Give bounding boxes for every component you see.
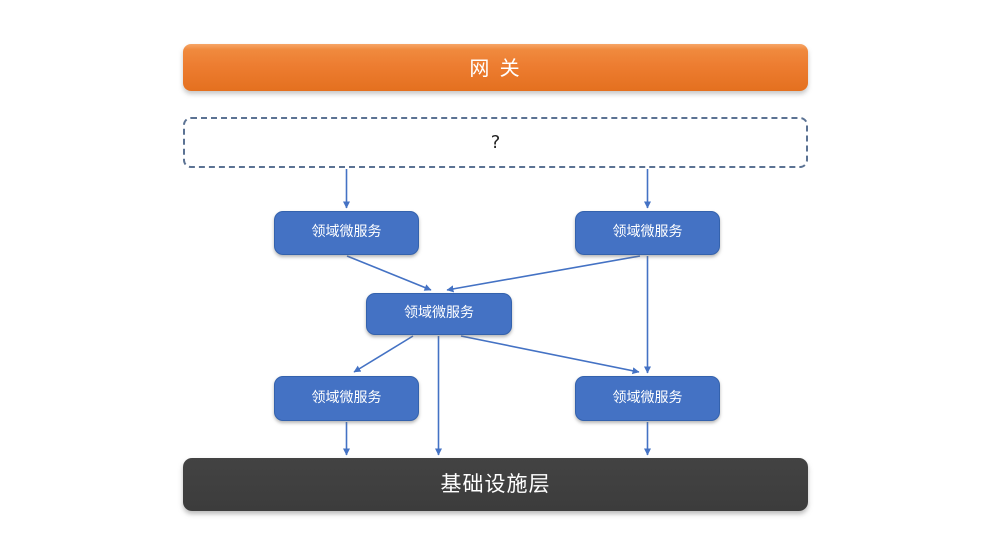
connector-arrow [353, 335, 414, 373]
unknown-layer-label: ? [490, 131, 501, 153]
domain-service-label: 领域微服务 [311, 224, 382, 241]
infrastructure-layer-label: 基础设施层 [440, 471, 551, 496]
connector-arrow [446, 255, 641, 293]
domain-service-label: 领域微服务 [612, 224, 683, 241]
domain-service-node-bottom-right: 领域微服务 [575, 376, 720, 421]
domain-service-node-middle: 领域微服务 [366, 293, 512, 335]
gateway-node: 网 关 [183, 44, 808, 91]
connector-arrow [460, 335, 640, 375]
domain-service-node-top-left: 领域微服务 [274, 211, 419, 255]
connector-arrow [346, 255, 432, 291]
unknown-layer-placeholder: ? [183, 117, 808, 168]
gateway-label: 网 关 [469, 55, 522, 80]
domain-service-label: 领域微服务 [404, 305, 474, 322]
infrastructure-layer-node: 基础设施层 [183, 458, 808, 511]
domain-service-label: 领域微服务 [612, 389, 683, 406]
domain-service-label: 领域微服务 [311, 389, 382, 406]
domain-service-node-top-right: 领域微服务 [575, 211, 720, 255]
domain-service-node-bottom-left: 领域微服务 [274, 376, 419, 421]
